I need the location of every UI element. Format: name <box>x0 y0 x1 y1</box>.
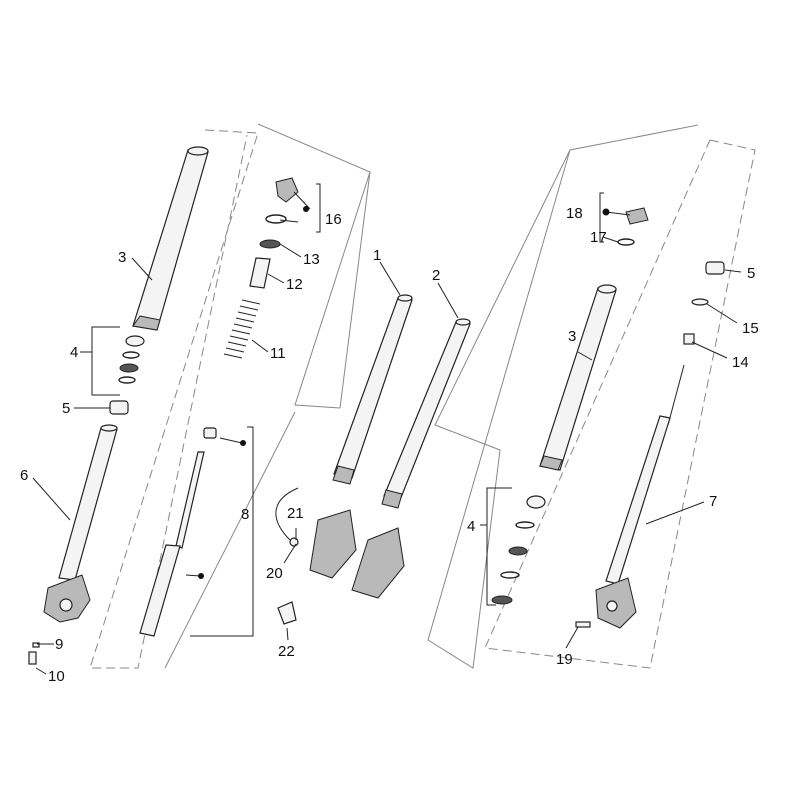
outer-tube-right <box>539 284 617 471</box>
label-part-19: 19 <box>556 651 573 668</box>
washer-15 <box>691 298 709 306</box>
label-part-6: 6 <box>20 467 28 484</box>
clip-22 <box>277 601 297 625</box>
label-part-14: 14 <box>732 354 749 371</box>
label-part-4-left: 4 <box>70 344 78 361</box>
label-part-11: 11 <box>270 345 286 362</box>
label-part-3-left: 3 <box>118 249 126 266</box>
label-part-9: 9 <box>55 636 63 653</box>
label-part-4-right: 4 <box>467 518 475 535</box>
spring-11 <box>223 299 261 359</box>
label-part-22: 22 <box>278 643 295 660</box>
label-part-5-right: 5 <box>747 265 755 282</box>
screw-19 <box>575 621 591 628</box>
top-cap-left <box>265 177 299 224</box>
bushing-right <box>705 261 725 275</box>
leader-lines <box>32 183 742 675</box>
bushing-left <box>109 400 129 415</box>
fork-assembly-2 <box>351 318 471 599</box>
frame-left-dashed <box>89 129 259 669</box>
outer-tube-left <box>132 146 209 331</box>
seal-stack-left <box>118 335 145 384</box>
frame-center-left <box>164 123 371 669</box>
reference-dots <box>198 206 610 579</box>
nut-14 <box>683 333 695 345</box>
screw-small-left <box>28 642 40 665</box>
frame-center-right <box>427 124 699 669</box>
cartridge-8 <box>139 427 217 637</box>
damper-leg-7 <box>595 364 685 629</box>
label-part-2: 2 <box>432 267 440 284</box>
callout-labels: 3 4 5 6 9 10 16 13 12 11 8 1 2 21 20 22 … <box>20 205 759 685</box>
label-part-20: 20 <box>266 565 283 582</box>
label-part-1: 1 <box>373 247 381 264</box>
label-part-16: 16 <box>325 211 342 228</box>
fork-assembly-1 <box>309 294 413 579</box>
label-part-17: 17 <box>590 229 607 246</box>
spacer-12 <box>249 257 271 289</box>
frame-right-dashed <box>484 139 756 669</box>
label-part-13: 13 <box>303 251 320 268</box>
label-part-15: 15 <box>742 320 759 337</box>
label-part-8: 8 <box>241 506 249 523</box>
top-cap-right <box>617 207 649 246</box>
label-part-7: 7 <box>709 493 717 510</box>
label-part-21: 21 <box>287 505 304 522</box>
label-part-5-left: 5 <box>62 400 70 417</box>
label-part-3-right: 3 <box>568 328 576 345</box>
label-part-10: 10 <box>48 668 65 685</box>
label-part-12: 12 <box>286 276 303 293</box>
label-part-18: 18 <box>566 205 583 222</box>
seal-stack-right <box>491 495 546 605</box>
washer-13 <box>259 239 281 249</box>
inner-tube-left <box>43 424 118 623</box>
